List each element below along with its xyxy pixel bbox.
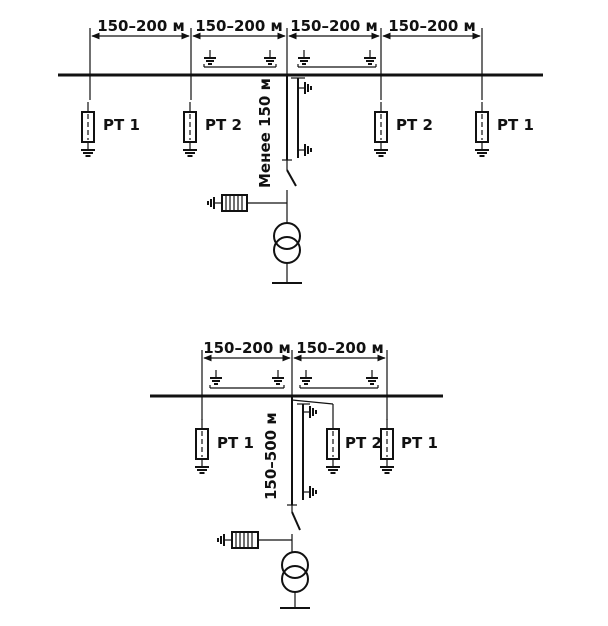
- top-span-label-2: 150–200 м: [195, 17, 283, 35]
- top-arrester-2: РТ 2: [182, 101, 242, 157]
- top-cable: [282, 75, 312, 161]
- top-diagram: 150–200 м 150–200 м 150–200 м 150–200 м: [58, 17, 543, 284]
- bottom-arrester-label-3: РТ 1: [401, 434, 438, 452]
- bottom-arrester-3: РТ 1: [379, 418, 438, 474]
- bottom-span-label-1: 150–200 м: [203, 339, 291, 357]
- bottom-arrester-label-1: РТ 1: [217, 434, 254, 452]
- top-valve-arrester: [207, 194, 287, 212]
- top-span-label-3: 150–200 м: [290, 17, 378, 35]
- top-cable-distance-label: Менее 150 м: [256, 78, 274, 188]
- top-arrester-label-2: РТ 2: [205, 116, 242, 134]
- top-arrester-label-4: РТ 1: [497, 116, 534, 134]
- bottom-diagram: 150–200 м 150–200 м РТ 1: [150, 339, 443, 609]
- bottom-cable: [287, 396, 317, 506]
- bottom-grounded-span-right: [299, 370, 379, 389]
- bottom-arrester-label-2: РТ 2: [345, 434, 382, 452]
- top-grounded-span-left: [203, 50, 277, 68]
- top-disconnector: [286, 160, 297, 224]
- bottom-arrester-1: РТ 1: [194, 418, 254, 474]
- bottom-valve-arrester: [217, 531, 292, 549]
- top-arrester-1: РТ 1: [80, 101, 140, 157]
- top-span-label-4: 150–200 м: [388, 17, 476, 35]
- top-arrester-4: РТ 1: [474, 101, 534, 157]
- bottom-cable-distance-label: 150–500 м: [262, 412, 280, 500]
- top-span-label-1: 150–200 м: [97, 17, 185, 35]
- bottom-span-label-2: 150–200 м: [296, 339, 384, 357]
- top-transformer: [272, 222, 302, 284]
- top-grounded-span-right: [297, 50, 377, 68]
- bottom-transformer: [280, 551, 310, 609]
- bottom-grounded-span-left: [209, 370, 285, 389]
- bottom-dimension-ticks: [201, 350, 388, 420]
- bottom-arrester-2: РТ 2: [291, 399, 382, 474]
- bottom-disconnector: [291, 505, 301, 553]
- top-arrester-label-1: РТ 1: [103, 116, 140, 134]
- top-arrester-3: РТ 2: [373, 101, 433, 157]
- top-arrester-label-3: РТ 2: [396, 116, 433, 134]
